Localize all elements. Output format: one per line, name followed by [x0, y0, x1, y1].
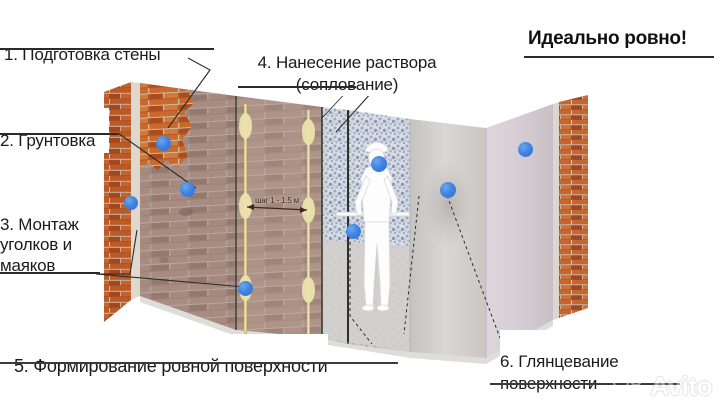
wall-section-gloss	[485, 104, 553, 358]
marker-dot-step1	[156, 136, 171, 151]
callout-step-6-rule	[490, 383, 680, 385]
callout-step-5: 5. Формирование ровной поверхности	[14, 334, 328, 378]
dimension-label-text: шаг 1 - 1.5 м	[255, 196, 299, 205]
marker-dot-step3b	[238, 281, 253, 296]
callout-step-1-rule	[0, 48, 214, 50]
wall-section-beacons	[236, 96, 322, 338]
highlight-banner: Идеально ровно!	[528, 28, 687, 50]
marker-dot-step5	[346, 224, 361, 239]
avito-watermark-text: Avito	[650, 371, 712, 401]
chipped-brick-zone	[140, 83, 193, 170]
callout-step-3: 3. Монтаж уголков и маяков	[0, 192, 89, 279]
callout-step-2-rule	[0, 133, 118, 135]
beacon-spacing-dimension	[246, 204, 308, 213]
beacon-strip-1	[239, 104, 252, 334]
wall-section-raw-brick	[140, 83, 236, 330]
avito-circles-icon	[613, 373, 643, 400]
wall-edge-lip	[131, 82, 140, 300]
highlight-banner-rule	[524, 56, 714, 58]
callout-step-5-rule	[0, 362, 398, 364]
marker-dot-step6b	[518, 142, 533, 157]
beacon-strip-2	[302, 110, 315, 338]
marker-dot-step6a	[440, 182, 456, 198]
callout-step-3-rule	[0, 272, 100, 274]
callout-step-3-text: 3. Монтаж уголков и маяков	[0, 214, 79, 276]
callout-step-4-rule	[238, 86, 356, 88]
avito-watermark: Avito	[612, 371, 712, 402]
callout-step-4: 4. Нанесение раствора (соплование)	[238, 30, 456, 97]
callout-step-1: 1. Подготовка стены	[4, 22, 167, 68]
wall-right-brick-edge	[553, 95, 588, 320]
support-stand	[399, 288, 409, 307]
callout-step-6-text: 6. Глянцевание поверхности	[500, 352, 619, 393]
wall-section-level	[409, 119, 486, 358]
wall-section-spray	[321, 107, 411, 352]
marker-dot-step3a	[124, 196, 138, 210]
callout-step-4-text: 4. Нанесение раствора (соплование)	[257, 53, 437, 95]
marker-dot-step2	[180, 182, 195, 197]
highlight-banner-text: Идеально ровно!	[528, 28, 687, 49]
callout-step-2-text: 2. Грунтовка	[0, 130, 96, 150]
callout-step-5-text: 5. Формирование ровной поверхности	[14, 355, 328, 376]
marker-dot-step4	[371, 156, 387, 172]
callout-step-2: 2. Грунтовка	[0, 108, 110, 154]
dimension-label: шаг 1 - 1.5 м	[247, 196, 307, 205]
screed-rule	[335, 211, 419, 217]
